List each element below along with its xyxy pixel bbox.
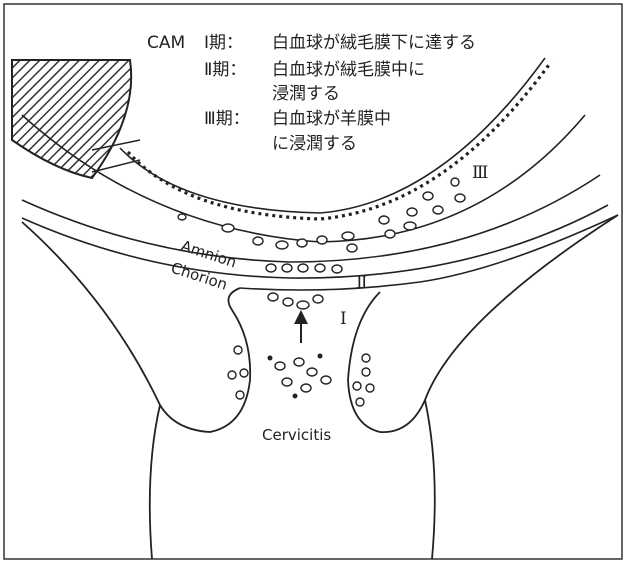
- stage-III-marker: Ⅲ: [472, 163, 488, 183]
- amnion-chorion-interface: [22, 175, 600, 262]
- legend-stage3-text-1: 白血球が羊膜中: [272, 109, 391, 129]
- legend-stage3-num: Ⅲ期：: [204, 109, 250, 129]
- stage-I-marker: Ⅰ: [340, 309, 347, 329]
- vaginal-wall-left: [150, 405, 160, 559]
- legend-stage1-text: 白血球が絨毛膜下に達する: [272, 33, 476, 53]
- legend-cam: CAM: [147, 33, 185, 53]
- legend-stage2-num: Ⅱ期：: [204, 60, 246, 80]
- leukocytes-stage-II: [266, 264, 342, 273]
- stage-II-marker: Ⅱ: [356, 273, 368, 293]
- leukocytes-stage-I: [268, 293, 323, 309]
- leukocytes-cervix-right: [353, 354, 374, 406]
- legend-stage1-num: Ⅰ期：: [204, 33, 243, 53]
- vaginal-wall-right: [425, 400, 435, 559]
- leukocytes-cervical-canal: [268, 354, 331, 398]
- legend-stage2-text-1: 白血球が絨毛膜中に: [272, 60, 425, 80]
- infiltration-arrow-head: [294, 310, 308, 324]
- legend-stage3-text-2: に浸潤する: [272, 134, 357, 154]
- legend-stage2-text-2: 浸潤する: [272, 84, 340, 104]
- leukocytes-cervix-left: [228, 346, 248, 399]
- placenta-shape: [12, 60, 131, 178]
- leukocytes-stage-III: [178, 178, 465, 252]
- cervix-right-lip: [348, 215, 618, 432]
- cervicitis-label: Cervicitis: [262, 426, 331, 444]
